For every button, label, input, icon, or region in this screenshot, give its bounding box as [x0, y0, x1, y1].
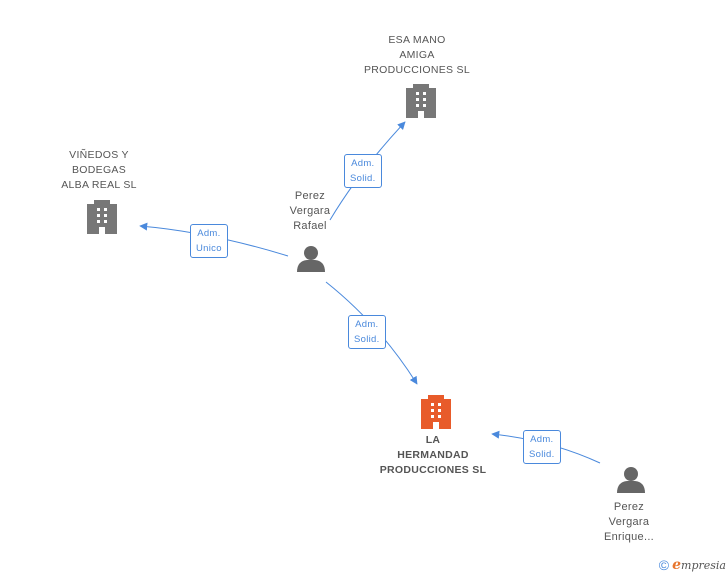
label-line: Adm. [197, 228, 221, 239]
label-line: HERMANDAD [397, 449, 469, 461]
empresia-logo[interactable]: empresia [672, 557, 726, 573]
label-line: Unico [196, 243, 222, 254]
edge-label-adm-unico-vinedos[interactable]: Adm. Unico [190, 224, 228, 258]
copyright-icon: © [658, 557, 670, 573]
label-line: PRODUCCIONES SL [379, 464, 487, 476]
person-icon[interactable] [617, 467, 645, 493]
building-icon[interactable] [87, 200, 117, 234]
label-line: Solid. [354, 334, 380, 345]
edge-label-adm-solid-hermandad[interactable]: Adm. Solid. [348, 315, 386, 349]
label-line: ESA MANO [388, 34, 446, 46]
building-icon[interactable] [421, 395, 451, 429]
logo-initial: e [672, 557, 682, 573]
label-line: Solid. [529, 449, 555, 460]
label-line: Adm. [355, 319, 379, 330]
label-line: VIÑEDOS Y [69, 149, 129, 161]
label-line: Vergara [608, 516, 650, 528]
label-line: Perez [294, 190, 326, 202]
company-label-la-hermandad[interactable]: LA HERMANDAD PRODUCCIONES SL [371, 433, 495, 478]
empresia-footer: © empresia [659, 557, 726, 573]
company-label-vinedos-y-bodegas[interactable]: VIÑEDOS Y BODEGAS ALBA REAL SL [44, 148, 154, 193]
label-line: Perez [613, 501, 645, 513]
person-icon[interactable] [297, 246, 325, 272]
label-line: Vergara [289, 205, 331, 217]
label-line: AMIGA [399, 49, 435, 61]
company-label-esa-mano-amiga[interactable]: ESA MANO AMIGA PRODUCCIONES SL [357, 33, 477, 78]
label-line: ALBA REAL SL [61, 179, 137, 191]
label-line: LA [425, 434, 441, 446]
label-line: PRODUCCIONES SL [363, 64, 471, 76]
label-line: Enrique... [603, 531, 655, 543]
person-label-perez-vergara-rafael[interactable]: Perez Vergara Rafael [270, 189, 350, 234]
label-line: BODEGAS [71, 164, 127, 176]
building-icon[interactable] [406, 84, 436, 118]
person-label-perez-vergara-enrique[interactable]: Perez Vergara Enrique... [589, 500, 669, 545]
label-line: Adm. [351, 158, 375, 169]
label-line: Rafael [293, 220, 327, 232]
label-line: Solid. [350, 173, 376, 184]
edge-label-adm-solid-enrique[interactable]: Adm. Solid. [523, 430, 561, 464]
label-line: Adm. [530, 434, 554, 445]
edge-label-adm-solid-esa-mano[interactable]: Adm. Solid. [344, 154, 382, 188]
logo-text: mpresia [681, 559, 726, 572]
